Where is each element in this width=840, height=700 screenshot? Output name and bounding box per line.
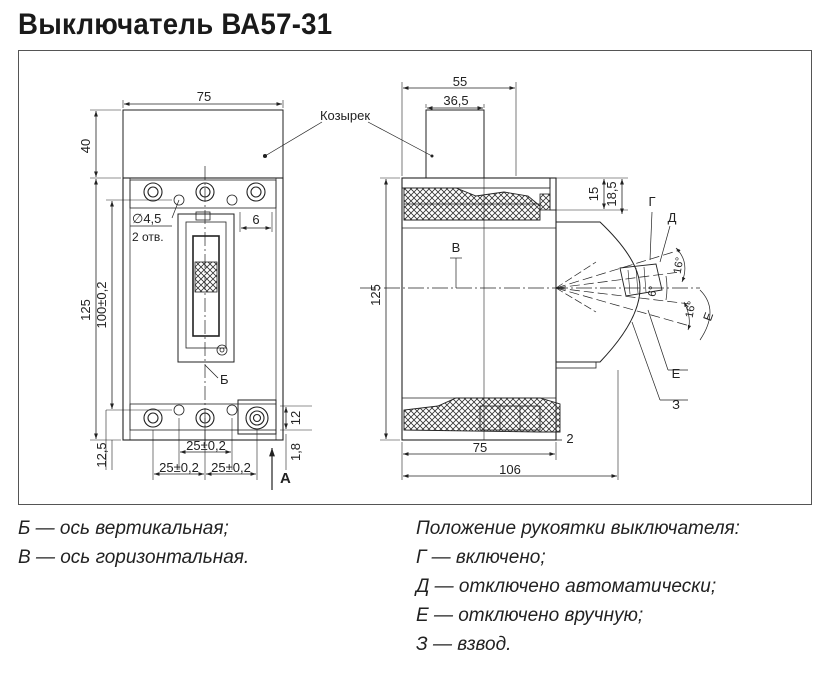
angle-16-upper: 16° — [672, 256, 687, 274]
front-height-dim: 125 — [78, 299, 93, 321]
visor-leader-left — [264, 121, 323, 157]
side-visor-inner-dim: 36,5 — [443, 93, 468, 108]
front-hole-count: 2 отв. — [132, 230, 164, 244]
side-depth-total-dim: 106 — [499, 462, 521, 477]
legend-item-e: Е — отключено вручную; — [416, 605, 644, 626]
view-a-label: А — [280, 470, 291, 487]
page-title: Выключатель ВА57-31 — [18, 8, 333, 41]
front-width-dim: 75 — [197, 89, 211, 104]
position-d-label: Д — [668, 210, 677, 225]
axis-v-label: В — [452, 240, 461, 255]
angle-6: 6° — [646, 285, 660, 297]
top-terminals — [143, 182, 266, 206]
side-cover-18-5-dim: 18,5 — [604, 181, 619, 206]
visor-label: Козырек — [320, 108, 370, 123]
legend-axis-b: Б — ось вертикальная; — [18, 518, 229, 539]
position-g-label: Г — [648, 194, 655, 209]
front-top-height-dim: 40 — [78, 139, 93, 153]
position-z-label: З — [672, 397, 680, 412]
front-pitch-right-dim: 25±0,2 — [211, 460, 251, 475]
angle-16-lower: 16° — [684, 300, 699, 318]
front-body-outline — [122, 177, 284, 441]
legend-axis-v: В — ось горизонтальная. — [18, 547, 250, 568]
front-view — [90, 100, 312, 490]
axis-b-label: Б — [220, 372, 229, 387]
front-hole-spec: ∅4,5 — [132, 211, 161, 226]
legend-axes: Б — ось вертикальная; В — ось горизонтал… — [18, 514, 249, 572]
side-bottom-terminal — [403, 397, 561, 433]
side-body-outline — [401, 177, 557, 441]
visor-leader-right — [367, 121, 433, 157]
front-bottom-offset-dim: 12,5 — [94, 442, 109, 467]
side-height-dim: 125 — [368, 284, 383, 306]
front-pitch-center-dim: 25±0,2 — [186, 438, 226, 453]
side-view — [360, 82, 711, 480]
side-depth-body-dim: 75 — [473, 440, 487, 455]
side-cover-15-dim: 15 — [586, 187, 601, 201]
legend-item-z: З — взвод. — [416, 634, 512, 655]
legend-heading: Положение рукоятки выключателя: — [416, 518, 740, 539]
legend-handle-positions: Положение рукоятки выключателя: Г — вклю… — [416, 514, 740, 659]
front-visor-outline — [122, 109, 284, 179]
front-terminal-width-dim: 6 — [252, 212, 259, 227]
legend-item-g: Г — включено; — [416, 547, 546, 568]
front-handle — [192, 235, 220, 337]
side-gap-dim: 2 — [566, 431, 573, 446]
legend-item-d: Д — отключено автоматически; — [416, 576, 717, 597]
front-mount-spacing-dim: 100±0,2 — [94, 282, 109, 329]
drawing-frame — [18, 50, 812, 505]
front-terminal-offset-dim: 1,8 — [288, 443, 303, 461]
position-e-label: Е — [672, 366, 681, 381]
angle-e-label: Е — [700, 310, 716, 322]
bottom-terminals — [143, 399, 277, 435]
front-terminal-height-dim: 12 — [288, 411, 303, 425]
side-visor-width-dim: 55 — [453, 74, 467, 89]
front-pitch-left-dim: 25±0,2 — [159, 460, 199, 475]
